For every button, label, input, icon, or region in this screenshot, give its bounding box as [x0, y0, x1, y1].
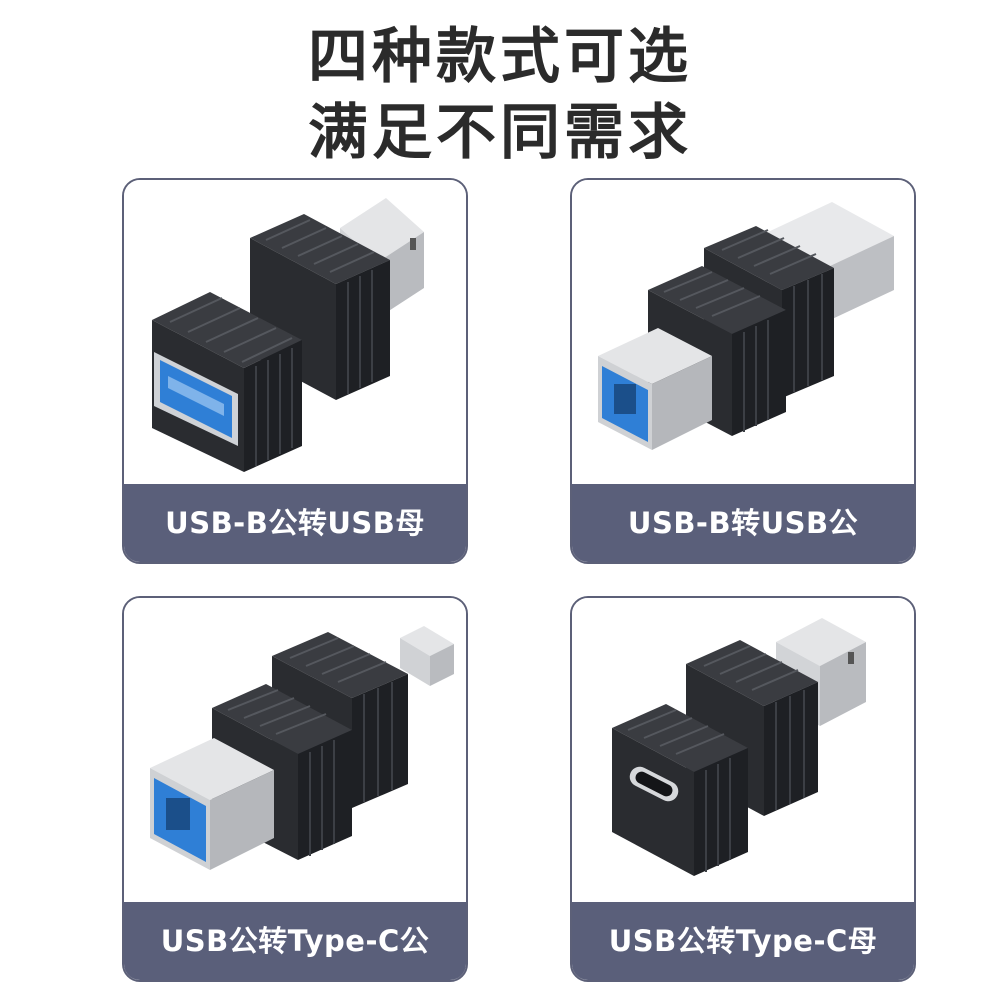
product-card-usb-b-to-usb-a-female[interactable]: USB-B公转USB母	[122, 178, 468, 564]
headline-line-1: 四种款式可选	[308, 22, 692, 92]
product-label: USB-B转USB公	[572, 484, 914, 562]
adapter-usb-b-to-usb-a-female-image	[152, 198, 424, 472]
product-label: USB-B公转USB母	[124, 484, 466, 562]
product-card-usb-b-to-usb-a-male[interactable]: USB-B转USB公	[570, 178, 916, 564]
product-image	[124, 598, 466, 904]
adapter-usb-b-to-type-c-male-image	[150, 626, 454, 870]
product-image	[124, 180, 466, 486]
product-label: USB公转Type-C母	[572, 902, 914, 980]
adapter-usb-b-to-usb-a-male-image	[598, 202, 894, 450]
product-image	[572, 598, 914, 904]
product-image	[572, 180, 914, 486]
product-label: USB公转Type-C公	[124, 902, 466, 980]
headline-line-2: 满足不同需求	[308, 98, 692, 168]
adapter-usb-b-to-type-c-female-image	[612, 618, 866, 876]
product-card-usb-b-to-type-c-male[interactable]: USB公转Type-C公	[122, 596, 468, 982]
product-card-usb-b-to-type-c-female[interactable]: USB公转Type-C母	[570, 596, 916, 982]
